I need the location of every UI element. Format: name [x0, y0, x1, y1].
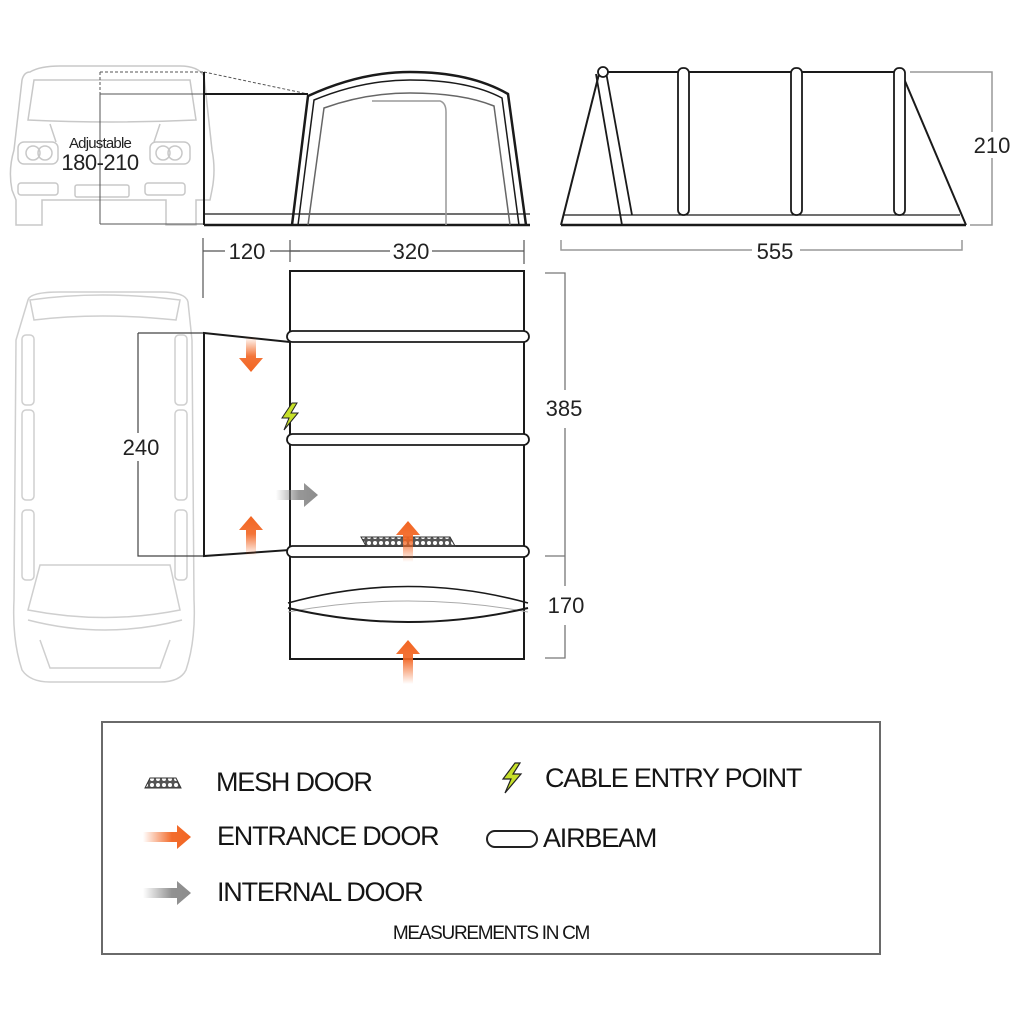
internal-door-arrow-icon	[143, 880, 191, 905]
legend-label-airbeam: AIRBEAM	[543, 823, 657, 853]
legend-label-entrance-door: ENTRANCE DOOR	[217, 821, 440, 851]
dim-210-bg	[975, 132, 1015, 158]
entrance-door-arrow-icon	[239, 516, 263, 556]
airbeam-icon	[486, 829, 538, 848]
dim-120: 120	[229, 239, 266, 264]
entrance-door-arrow-icon	[396, 640, 420, 684]
van-top-view	[12, 291, 196, 683]
tent-front-elevation	[290, 70, 528, 226]
van-rear-view	[9, 65, 215, 226]
dim-240: 240	[123, 435, 160, 460]
dim-320: 320	[393, 239, 430, 264]
dim-240-bg	[116, 433, 166, 461]
entrance-door-arrow-icon	[239, 337, 263, 372]
measurements-note: MEASUREMENTS IN CM	[392, 923, 590, 944]
legend-label-cable-entry: CABLE ENTRY POINT	[545, 762, 802, 793]
front-dimension-lines	[202, 238, 525, 298]
mesh-door-icon	[144, 777, 182, 788]
legend-item-mesh-door: MESH DOOR	[143, 767, 373, 798]
legend-label-mesh-door: MESH DOOR	[216, 767, 373, 797]
airbeam-1	[286, 330, 530, 343]
legend-item-cable-entry: CABLE ENTRY POINT	[499, 761, 802, 795]
tent-plan	[286, 270, 530, 660]
legend-item-entrance-door: ENTRANCE DOOR	[143, 821, 440, 852]
adjustable-range: 180-210	[61, 150, 139, 175]
dim-555: 555	[757, 239, 794, 264]
tent-side-elevation	[560, 66, 967, 227]
dim-385: 385	[546, 396, 583, 421]
adjustable-height-guides	[99, 71, 309, 225]
airbeam-2	[286, 433, 530, 446]
entrance-door-arrow-icon	[396, 521, 420, 562]
connector-front	[203, 72, 530, 227]
legend-label-internal-door: INTERNAL DOOR	[217, 877, 424, 907]
entrance-door-arrow-icon	[143, 824, 191, 849]
legend-box: MESH DOOR CABLE ENTRY POINT ENTRANCE DOO…	[101, 721, 881, 955]
adjustable-label: Adjustable	[69, 135, 132, 152]
plan-dimension-lines	[545, 272, 566, 659]
legend-item-internal-door: INTERNAL DOOR	[143, 877, 424, 908]
cable-entry-icon	[501, 762, 523, 794]
cable-entry-icon	[281, 402, 300, 431]
internal-door-arrow-icon	[276, 483, 318, 507]
dim-170: 170	[548, 593, 585, 618]
legend-item-airbeam: AIRBEAM	[485, 823, 657, 854]
dim-210: 210	[974, 133, 1011, 158]
side-dimension-lines	[560, 71, 993, 251]
